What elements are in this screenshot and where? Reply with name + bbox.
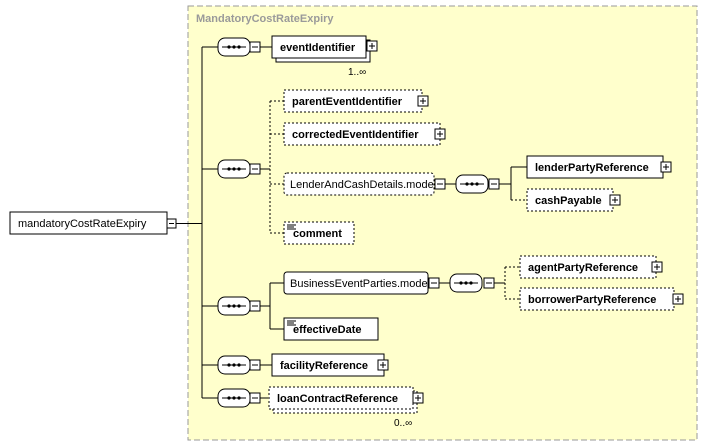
expand-icon-lender-party-reference[interactable] [660,161,672,173]
collapse-icon-lender-and-cash[interactable] [434,178,446,190]
root-element[interactable]: mandatoryCostRateExpiry [9,211,168,235]
expand-icon-parent-event-identifier[interactable] [417,95,429,107]
element-corrected-event-identifier[interactable]: correctedEventIdentifier [283,122,441,146]
expand-icon-facility-reference[interactable] [377,359,389,371]
sequence-icon-1[interactable] [217,37,251,57]
event-identifier-label: eventIdentifier [280,42,356,54]
parent-event-identifier-label: parentEventIdentifier [292,96,403,108]
collapse-icon-3[interactable] [249,300,261,312]
expand-icon-borrower-party-reference[interactable] [672,293,684,305]
element-loan-contract-reference[interactable]: loanContractReference [268,386,414,410]
cash-payable-label: cashPayable [535,195,602,207]
expand-icon-loan-contract-reference[interactable] [412,392,424,404]
business-event-parties-label: BusinessEventParties.model [290,278,430,290]
group-lender-and-cash-details[interactable]: LenderAndCashDetails.model [283,172,436,196]
collapse-icon-lender-seq[interactable] [488,178,500,190]
element-effective-date[interactable]: effectiveDate [283,317,379,341]
element-event-identifier[interactable]: eventIdentifier [271,35,367,59]
sequence-icon-2[interactable] [217,159,251,179]
expand-icon-agent-party-reference[interactable] [651,261,663,273]
corrected-event-identifier-label: correctedEventIdentifier [292,129,419,141]
effective-date-label: effectiveDate [293,324,361,336]
root-element-label: mandatoryCostRateExpiry [18,218,147,230]
agent-party-reference-label: agentPartyReference [528,262,638,274]
sequence-icon-5[interactable] [217,388,251,408]
collapse-icon-1[interactable] [249,41,261,53]
collapse-icon-4[interactable] [249,359,261,371]
borrower-party-reference-label: borrowerPartyReference [528,294,656,306]
group-business-event-parties[interactable]: BusinessEventParties.model [283,271,430,295]
element-lender-party-reference[interactable]: lenderPartyReference [526,155,664,179]
collapse-icon-business-event[interactable] [428,277,440,289]
collapse-icon-business-seq[interactable] [483,277,495,289]
group-box [187,5,698,441]
loan-contract-reference-label: loanContractReference [277,393,398,405]
facility-reference-label: facilityReference [280,360,368,372]
cardinality-loan-contract-reference: 0..∞ [394,418,412,429]
group-title: MandatoryCostRateExpiry [196,13,334,25]
element-facility-reference[interactable]: facilityReference [271,353,385,377]
element-borrower-party-reference[interactable]: borrowerPartyReference [519,287,675,311]
lender-and-cash-details-label: LenderAndCashDetails.model [290,179,436,191]
collapse-icon-2[interactable] [249,163,261,175]
sequence-icon-3[interactable] [217,296,251,316]
element-parent-event-identifier[interactable]: parentEventIdentifier [283,89,423,113]
collapse-icon-5[interactable] [249,392,261,404]
expand-icon-cash-payable[interactable] [609,194,621,206]
element-cash-payable[interactable]: cashPayable [526,188,614,212]
cardinality-event-identifier: 1..∞ [348,67,366,78]
expand-icon-event-identifier[interactable] [366,40,378,52]
element-comment[interactable]: comment [283,221,355,245]
sequence-icon-lender[interactable] [455,174,489,194]
sequence-icon-business[interactable] [449,273,483,293]
element-agent-party-reference[interactable]: agentPartyReference [519,255,657,279]
sequence-icon-4[interactable] [217,355,251,375]
comment-label: comment [293,228,342,240]
root-expand-icon[interactable] [166,218,177,229]
lender-party-reference-label: lenderPartyReference [535,162,649,174]
expand-icon-corrected-event-identifier[interactable] [434,128,446,140]
